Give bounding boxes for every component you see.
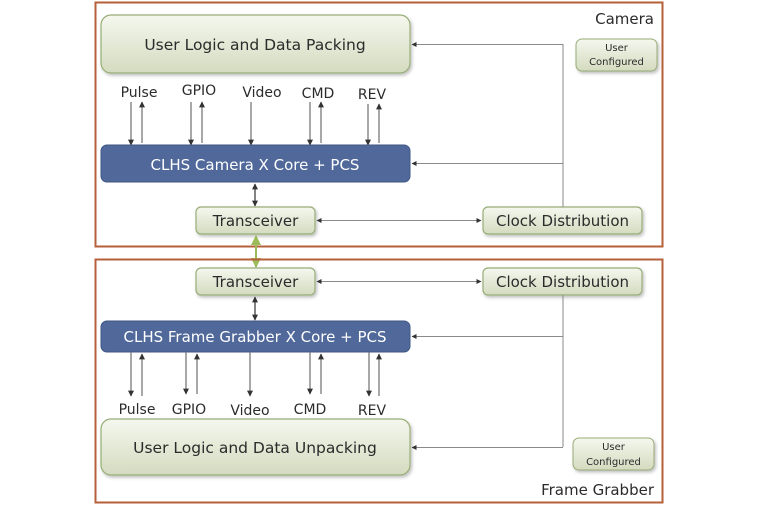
fg-transceiver-block[interactable]: Transceiver bbox=[195, 267, 316, 296]
fg-clock-tree bbox=[411, 295, 564, 450]
fg-user-logic-label: User Logic and Data Unpacking bbox=[133, 439, 377, 457]
fg-signal-arrows bbox=[128, 352, 382, 397]
camera-core-label: CLHS Camera X Core + PCS bbox=[151, 156, 360, 174]
fg-clock-distribution-block[interactable]: Clock Distribution bbox=[482, 267, 643, 296]
camera-clock-label: Clock Distribution bbox=[496, 212, 629, 230]
fg-core-label: CLHS Frame Grabber X Core + PCS bbox=[124, 328, 387, 346]
frame-grabber-frame bbox=[94, 258, 664, 504]
camera-signal-cmd: CMD bbox=[302, 86, 335, 102]
camera-user-logic-block[interactable]: User Logic and Data Packing bbox=[100, 14, 411, 74]
legend-line-configured: Configured bbox=[589, 57, 644, 68]
fg-signal-pulse: Pulse bbox=[119, 402, 156, 418]
camera-user-configured-legend: User Configured bbox=[575, 38, 658, 72]
camera-signal-arrows bbox=[128, 101, 382, 146]
legend-line-user: User bbox=[605, 43, 629, 54]
camera-section-label: Camera bbox=[595, 10, 654, 28]
legend-line-configured: Configured bbox=[586, 457, 641, 468]
frame-grabber-section-label: Frame Grabber bbox=[541, 481, 655, 499]
camera-user-logic-label: User Logic and Data Packing bbox=[144, 36, 365, 54]
fg-user-logic-block[interactable]: User Logic and Data Unpacking bbox=[100, 418, 411, 476]
camera-core-block[interactable]: CLHS Camera X Core + PCS bbox=[100, 144, 411, 183]
legend-line-user: User bbox=[602, 442, 626, 453]
camera-transceiver-label: Transceiver bbox=[212, 212, 299, 230]
fg-signal-video: Video bbox=[230, 403, 269, 419]
fg-signal-gpio: GPIO bbox=[172, 402, 206, 418]
camera-clock-tree bbox=[411, 42, 564, 207]
camera-signal-rev: REV bbox=[358, 87, 387, 103]
camera-clock-distribution-block[interactable]: Clock Distribution bbox=[482, 206, 643, 235]
camera-signal-pulse: Pulse bbox=[121, 85, 158, 101]
fg-signal-rev: REV bbox=[358, 403, 387, 419]
fg-core-block[interactable]: CLHS Frame Grabber X Core + PCS bbox=[100, 320, 411, 353]
fg-transceiver-label: Transceiver bbox=[212, 273, 299, 291]
camera-transceiver-block[interactable]: Transceiver bbox=[195, 206, 316, 235]
frame-grabber-section: Frame Grabber Transceiver Clock Distribu… bbox=[94, 258, 664, 504]
fg-clock-label: Clock Distribution bbox=[496, 273, 629, 291]
fg-signal-cmd: CMD bbox=[294, 402, 327, 418]
camera-signal-video: Video bbox=[242, 85, 281, 101]
camera-frame bbox=[94, 1, 664, 248]
fg-user-configured-legend: User Configured bbox=[572, 437, 655, 471]
camera-section: Camera User Logic and Data Packing User … bbox=[94, 1, 664, 248]
camera-signal-gpio: GPIO bbox=[182, 83, 216, 99]
